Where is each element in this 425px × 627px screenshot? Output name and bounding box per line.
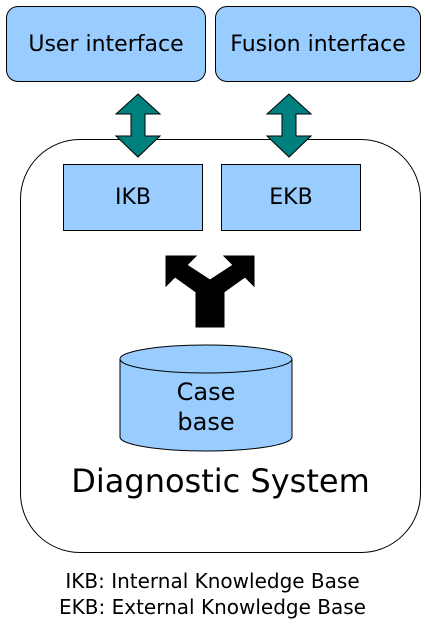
user-interface-box: User interface xyxy=(6,6,206,82)
ekb-box: EKB xyxy=(221,164,361,231)
fusion-interface-label: Fusion interface xyxy=(230,31,406,57)
case-base-label: Case base xyxy=(120,377,292,437)
case-base-label-line2: base xyxy=(177,408,235,436)
double-arrow-fusion-ekb xyxy=(265,93,313,158)
ikb-label: IKB xyxy=(114,185,151,210)
user-interface-label: User interface xyxy=(28,31,184,57)
case-base-label-line1: Case xyxy=(176,378,236,406)
fork-arrow xyxy=(165,255,255,328)
diagnostic-system-label: Diagnostic System xyxy=(71,462,370,500)
legend-ikb: IKB: Internal Knowledge Base xyxy=(65,569,360,593)
case-base-cylinder-top xyxy=(119,344,293,374)
case-base-cylinder xyxy=(119,359,293,452)
ikb-box: IKB xyxy=(63,164,203,231)
legend: IKB: Internal Knowledge Base EKB: Extern… xyxy=(0,568,425,620)
double-arrow-user-ikb xyxy=(114,93,162,158)
ekb-label: EKB xyxy=(269,185,313,210)
fusion-interface-box: Fusion interface xyxy=(215,6,421,82)
legend-ekb: EKB: External Knowledge Base xyxy=(59,595,366,619)
